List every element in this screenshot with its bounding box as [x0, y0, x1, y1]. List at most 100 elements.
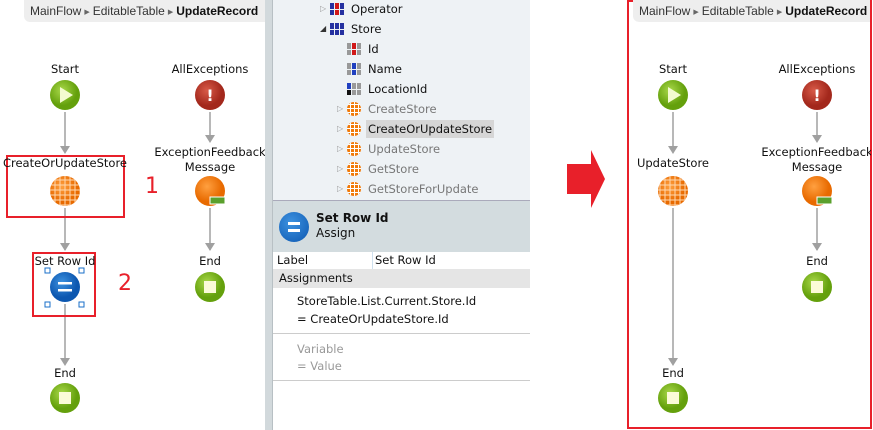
breadcrumb-item[interactable]: EditableTable — [92, 4, 165, 18]
play-icon — [60, 87, 73, 103]
feedback-message-node[interactable]: ExceptionFeedback Message — [154, 145, 265, 206]
assignment-variable[interactable]: StoreTable.List.Current.Store.Id — [297, 294, 477, 308]
breadcrumb-item[interactable]: EditableTable — [701, 4, 774, 18]
tree-item-id[interactable]: Id — [347, 40, 381, 58]
tree-item-createorupdatestore[interactable]: ▷CreateOrUpdateStore — [337, 120, 495, 138]
arrow-right-icon — [567, 150, 605, 208]
entity-action-icon — [347, 122, 361, 136]
side-panel: ▷Operator ◢Store Id Name LocationId ▷Cre… — [273, 0, 530, 430]
expand-icon[interactable]: ▷ — [337, 184, 344, 193]
breadcrumb-item[interactable]: MainFlow — [639, 4, 691, 18]
feedback-message-node[interactable]: ExceptionFeedback Message — [761, 145, 871, 206]
stop-icon — [811, 281, 823, 293]
node-label: Start — [51, 62, 80, 76]
action-node[interactable]: UpdateStore — [637, 156, 709, 206]
splitter[interactable] — [265, 0, 273, 430]
node-label: ExceptionFeedback — [154, 145, 265, 159]
play-icon — [668, 87, 681, 103]
assign-icon — [279, 212, 309, 242]
callout-number: 1 — [145, 174, 159, 199]
identifier-attribute-icon — [347, 43, 361, 55]
tree-item-createstore[interactable]: ▷CreateStore — [337, 102, 437, 116]
highlight-box — [32, 252, 96, 317]
entity-action-icon — [347, 142, 361, 156]
node-label: AllExceptions — [779, 62, 856, 76]
expand-icon[interactable]: ▷ — [337, 104, 344, 113]
stop-icon — [204, 281, 216, 293]
assignment-value[interactable]: = CreateOrUpdateStore.Id — [297, 312, 449, 326]
tree-item-locationid[interactable]: LocationId — [347, 80, 429, 98]
breadcrumb: MainFlow▶EditableTable▶UpdateRecord — [633, 0, 870, 22]
node-label: ExceptionFeedback — [761, 145, 871, 159]
end-node[interactable]: End — [658, 366, 688, 413]
breadcrumb-item[interactable]: MainFlow — [30, 4, 82, 18]
entity-action-icon — [347, 102, 361, 116]
entity-action-icon — [50, 176, 80, 206]
tree-item-getstoreforupdate[interactable]: ▷GetStoreForUpdate — [337, 182, 479, 196]
properties-header: Set Row Id Assign — [273, 200, 530, 252]
assign-node[interactable]: Set Row Id — [35, 254, 96, 308]
assignments-list: StoreTable.List.Current.Store.Id = Creat… — [273, 288, 530, 430]
exception-handler-node[interactable]: AllExceptions ! — [172, 62, 249, 110]
exclamation-icon: ! — [206, 86, 213, 105]
action-node[interactable]: CreateOrUpdateStore — [3, 156, 127, 206]
properties-subtitle: Assign — [316, 226, 356, 240]
selection-handles[interactable] — [44, 267, 85, 308]
new-variable-placeholder[interactable]: Variable — [297, 342, 344, 356]
right-flow-canvas: Start UpdateStore End AllExceptions ! Ex… — [637, 62, 871, 413]
entity-action-icon — [347, 182, 361, 196]
node-label: CreateOrUpdateStore — [3, 156, 127, 170]
node-label: UpdateStore — [637, 156, 709, 170]
expand-icon[interactable]: ▷ — [337, 124, 344, 133]
callout-number: 2 — [118, 271, 132, 296]
node-label: End — [199, 254, 221, 268]
new-value-placeholder[interactable]: = Value — [297, 359, 342, 373]
breadcrumb-current: UpdateRecord — [785, 4, 868, 18]
expand-icon[interactable]: ▷ — [320, 4, 327, 13]
equals-icon — [58, 282, 72, 292]
node-label: Start — [659, 62, 688, 76]
breadcrumb-current: UpdateRecord — [176, 4, 259, 18]
collapse-icon[interactable]: ◢ — [320, 24, 327, 33]
end-node[interactable]: End — [50, 366, 80, 413]
label-input[interactable]: Set Row Id — [372, 252, 436, 269]
chevron-right-icon: ▶ — [693, 9, 699, 16]
stop-icon — [667, 392, 679, 404]
message-icon — [209, 196, 226, 205]
highlight-box — [6, 155, 125, 218]
tree-item-name[interactable]: Name — [347, 60, 404, 78]
chevron-right-icon: ▶ — [84, 9, 90, 16]
tree-item-operator[interactable]: ▷Operator — [320, 2, 403, 16]
exception-handler-node[interactable]: AllExceptions ! — [779, 62, 856, 110]
node-label: AllExceptions — [172, 62, 249, 76]
node-label: End — [662, 366, 684, 380]
start-node[interactable]: Start — [50, 62, 80, 110]
exclamation-icon: ! — [813, 86, 820, 105]
reference-attribute-icon — [347, 83, 361, 95]
tree-item-store[interactable]: ◢Store — [320, 22, 382, 36]
left-flow-canvas: Start CreateOrUpdateStore 1 Set Row Id 2… — [3, 62, 265, 413]
message-icon — [816, 196, 833, 205]
exception-end-node[interactable]: End — [195, 254, 225, 302]
entity-icon — [330, 23, 344, 35]
property-key: Label — [277, 253, 309, 267]
node-label: Message — [185, 160, 235, 174]
tree-item-updatestore[interactable]: ▷UpdateStore — [337, 142, 441, 156]
exception-end-node[interactable]: End — [802, 254, 832, 302]
entity-action-icon — [347, 162, 361, 176]
node-label: End — [806, 254, 828, 268]
attribute-icon — [347, 63, 361, 75]
node-label: End — [54, 366, 76, 380]
entity-action-icon — [658, 176, 688, 206]
stop-icon — [59, 392, 71, 404]
node-label: Set Row Id — [35, 254, 96, 268]
expand-icon[interactable]: ▷ — [337, 164, 344, 173]
chevron-right-icon: ▶ — [776, 9, 783, 16]
node-label: Message — [792, 160, 842, 174]
start-node[interactable]: Start — [658, 62, 688, 110]
property-row-label: Label Set Row Id — [273, 252, 530, 269]
entity-icon — [330, 3, 344, 15]
tree-item-getstore[interactable]: ▷GetStore — [337, 162, 419, 176]
expand-icon[interactable]: ▷ — [337, 144, 344, 153]
assignments-section-header: Assignments — [273, 269, 530, 288]
